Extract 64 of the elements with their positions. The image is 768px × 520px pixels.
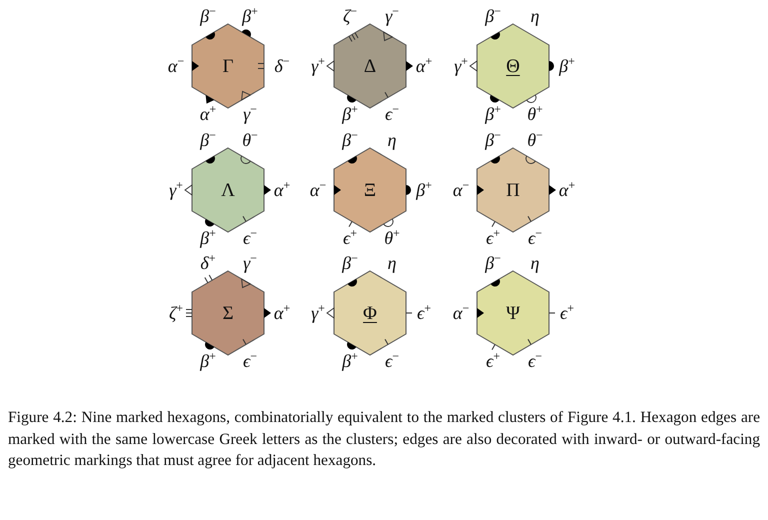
node-label: θ$^{+}$ — [384, 229, 400, 247]
node-label: ϵ$^{−}$ — [384, 105, 400, 123]
node-label: ϵ$^{+}$ — [486, 229, 500, 247]
node-label: β$^{+}$ — [242, 7, 258, 25]
node-label: θ$^{−}$ — [242, 131, 258, 149]
node-label: β$^{+}$ — [200, 352, 216, 370]
node-label: α$^{−}$ — [452, 304, 470, 322]
hexagon-letter: Δ — [364, 56, 376, 76]
hexagon-letter: Θ — [506, 56, 520, 76]
node-label: β$^{−}$ — [342, 254, 358, 272]
node-label: α$^{−}$ — [168, 57, 184, 75]
node-label: α$^{−}$ — [310, 181, 326, 199]
hexagon-letter: Γ — [222, 56, 234, 76]
hexagon-letter: Ψ — [506, 304, 520, 322]
node-label: γ$^{−}$ — [243, 254, 257, 272]
node-label: η — [388, 131, 396, 149]
node-label: θ$^{+}$ — [527, 105, 543, 123]
node-label: α$^{−}$ — [452, 181, 470, 199]
node-label: ζ$^{−}$ — [342, 7, 358, 25]
node-label: ζ$^{+}$ — [168, 304, 184, 322]
node-label: η — [388, 254, 396, 272]
node-label: δ$^{−}$ — [274, 57, 290, 75]
node-label: γ$^{+}$ — [311, 57, 325, 75]
node-label: γ$^{−}$ — [243, 105, 257, 123]
hexagon-letter: Φ — [363, 304, 377, 322]
node-label: ϵ$^{−}$ — [528, 352, 542, 370]
figure-caption: Figure 4.2: Nine marked hexagons, combinatorially equivalent to the marked clusters of Figure 4.1. Hexagon edges are marked with the same lowercase Greek letters as the clusters; edges are also decorated with inward- or outward-facing geometric markings that must agree for adjacent hexagons. — [8, 408, 760, 471]
node-label: β$^{+}$ — [485, 105, 501, 123]
node-label: η — [530, 7, 540, 25]
node-label: β$^{−}$ — [200, 7, 216, 25]
node-label: η — [530, 254, 540, 272]
node-label: β$^{−}$ — [485, 131, 501, 149]
hexagon-letter: Λ — [221, 180, 235, 200]
node-label: ϵ$^{+}$ — [416, 304, 432, 322]
node-label: ϵ$^{+}$ — [560, 304, 574, 322]
node-label: β$^{−}$ — [485, 7, 501, 25]
node-label: ϵ$^{−}$ — [242, 352, 258, 370]
node-label: β$^{−}$ — [200, 131, 216, 149]
node-label: θ$^{−}$ — [527, 131, 543, 149]
node-label: ϵ$^{+}$ — [486, 352, 500, 370]
node-label: α$^{+}$ — [274, 181, 290, 199]
node-label: γ$^{−}$ — [385, 7, 399, 25]
node-label: γ$^{+}$ — [311, 304, 325, 322]
node-label: ϵ$^{+}$ — [342, 229, 358, 247]
node-label: α$^{+}$ — [274, 304, 290, 322]
hexagon-letter: Σ — [222, 304, 234, 322]
node-label: β$^{+}$ — [559, 57, 575, 75]
node-label: β$^{+}$ — [342, 352, 358, 370]
node-label: α$^{+}$ — [558, 181, 576, 199]
hexagon-letter: Π — [506, 180, 520, 200]
node-label: β$^{−}$ — [485, 254, 501, 272]
node-label: β$^{+}$ — [416, 181, 432, 199]
node-label: γ$^{+}$ — [169, 181, 183, 199]
node-label: β$^{+}$ — [200, 229, 216, 247]
node-label: β$^{+}$ — [342, 105, 358, 123]
node-label: ϵ$^{−}$ — [528, 229, 542, 247]
node-label: γ$^{+}$ — [454, 57, 468, 75]
node-label: ϵ$^{−}$ — [384, 352, 400, 370]
node-label: δ$^{+}$ — [200, 254, 216, 272]
node-label: ϵ$^{−}$ — [242, 229, 258, 247]
hexagon-letter: Ξ — [364, 180, 376, 200]
node-label: α$^{+}$ — [200, 105, 216, 123]
node-label: β$^{−}$ — [342, 131, 358, 149]
node-label: α$^{+}$ — [416, 57, 432, 75]
